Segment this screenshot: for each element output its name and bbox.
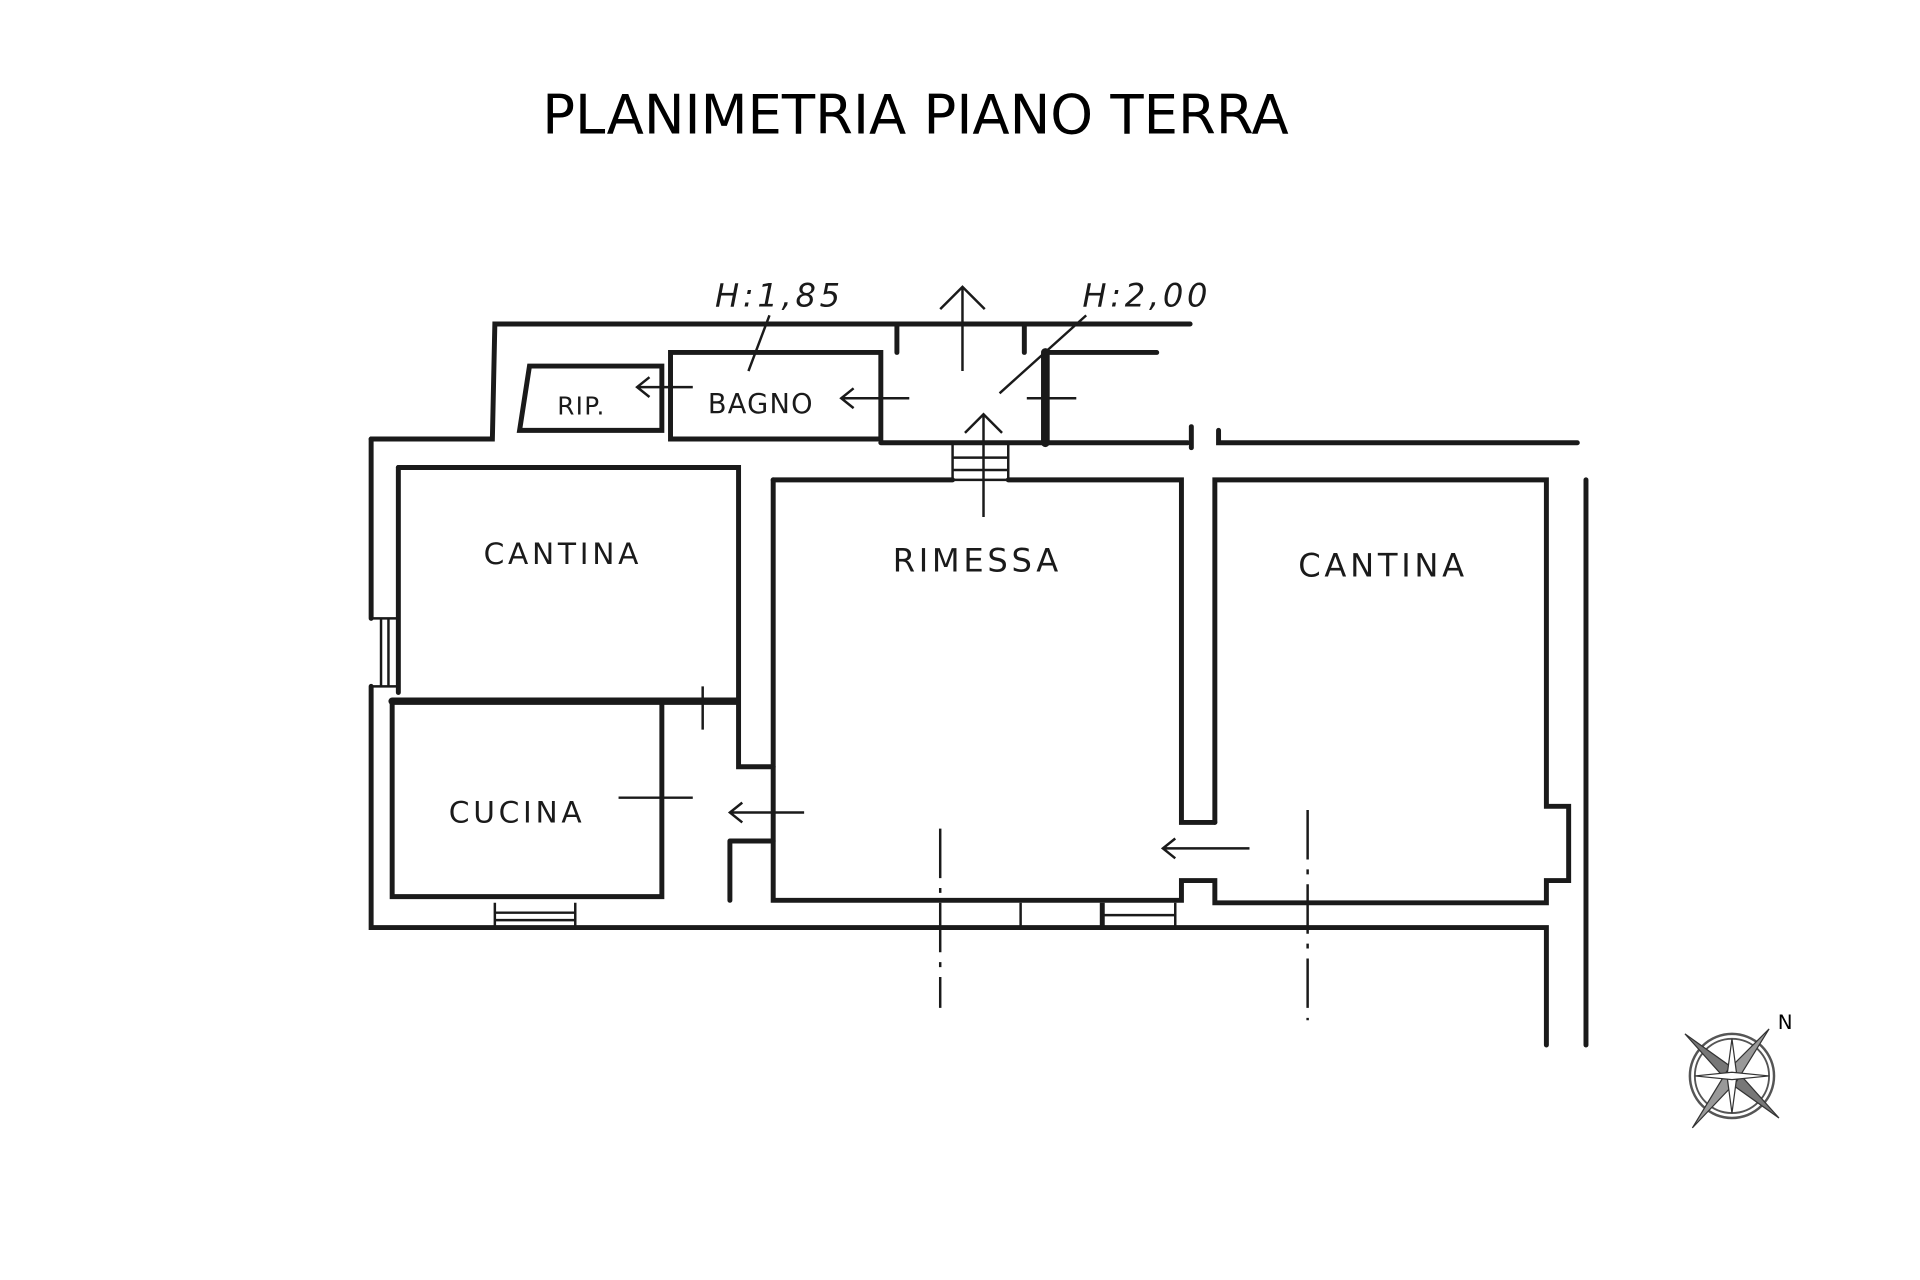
page-title: PLANIMETRIA PIANO TERRA — [542, 83, 1288, 147]
compass-north-label: N — [1778, 1011, 1793, 1034]
height-label-bagno: H:1,85 — [715, 277, 844, 315]
room-label-cucina: CUCINA — [449, 794, 586, 829]
room-label-cantina-right: CANTINA — [1298, 546, 1468, 584]
compass-rose-icon — [1684, 1028, 1780, 1129]
room-label-bagno: BAGNO — [708, 389, 814, 420]
room-label-cantina-left: CANTINA — [484, 536, 643, 571]
height-label-corridor: H:2,00 — [1082, 277, 1211, 315]
room-label-rimessa: RIMESSA — [893, 541, 1062, 579]
room-label-ripostiglio: RIP. — [557, 391, 605, 420]
walls — [368, 285, 1589, 1048]
